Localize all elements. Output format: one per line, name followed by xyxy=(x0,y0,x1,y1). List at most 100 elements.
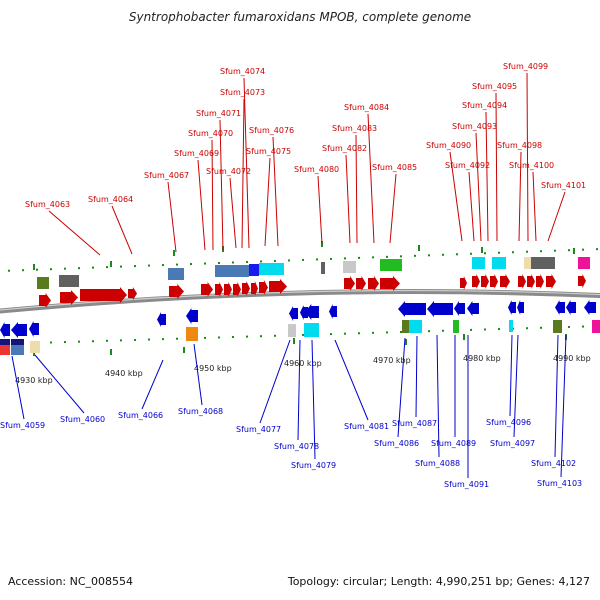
gene-feature-box xyxy=(37,277,49,289)
reverse-gene-arrow xyxy=(329,304,337,319)
tick-dot-lower xyxy=(162,338,164,341)
tick-dot-upper xyxy=(50,268,52,271)
gene-feature-box xyxy=(578,257,590,269)
reverse-gene-label: Sfum_4097 xyxy=(490,439,535,448)
tick-dot-upper xyxy=(554,249,556,252)
genome-backbone xyxy=(0,289,600,314)
reverse-gene-callout xyxy=(34,354,85,414)
tick-dot-lower xyxy=(64,341,66,344)
reverse-gene-label: Sfum_4066 xyxy=(118,411,163,420)
tick-dot-upper xyxy=(456,253,458,256)
forward-gene-arrow xyxy=(500,274,510,289)
forward-gene-callout xyxy=(367,113,375,244)
tick-dot-lower xyxy=(260,335,262,338)
tick-dot-lower xyxy=(372,331,374,334)
tick-dot-upper xyxy=(162,264,164,267)
reverse-gene-label: Sfum_4087 xyxy=(392,419,437,428)
tick-dot-upper xyxy=(260,260,262,263)
forward-gene-callout xyxy=(518,151,522,242)
forward-gene-callout xyxy=(449,151,463,242)
gene-feature-box xyxy=(531,257,555,269)
tick-dot-upper xyxy=(512,251,514,254)
reverse-gene-callout xyxy=(513,334,519,438)
forward-gene-arrow xyxy=(546,274,556,289)
tick-dot-upper xyxy=(414,254,416,257)
gene-feature-box xyxy=(288,324,296,337)
gene-feature-box xyxy=(453,320,459,333)
forward-gene-label: Sfum_4085 xyxy=(372,163,417,172)
forward-gene-callout xyxy=(264,157,271,247)
reverse-gene-label: Sfum_4102 xyxy=(531,459,576,468)
forward-gene-label: Sfum_4100 xyxy=(509,161,554,170)
tick-dot-lower xyxy=(50,341,52,344)
reverse-gene-callout xyxy=(259,339,291,424)
reverse-gene-arrow xyxy=(454,301,465,316)
forward-gene-callout xyxy=(211,139,214,251)
tick-dot-upper xyxy=(484,252,486,255)
tick-major xyxy=(573,248,575,254)
tick-dot-upper xyxy=(596,248,598,251)
forward-gene-arrow xyxy=(128,287,137,300)
forward-gene-callout xyxy=(355,134,358,244)
forward-gene-callout xyxy=(167,181,177,253)
tick-dot-lower xyxy=(78,340,80,343)
reverse-gene-label: Sfum_4077 xyxy=(236,425,281,434)
tick-dot-upper xyxy=(344,257,346,260)
gene-feature-box xyxy=(380,259,402,271)
forward-gene-arrow xyxy=(80,287,127,303)
forward-gene-label: Sfum_4083 xyxy=(332,124,377,133)
reverse-gene-callout xyxy=(554,334,559,458)
reverse-gene-label: Sfum_4078 xyxy=(274,442,319,451)
forward-gene-arrow xyxy=(60,290,78,305)
gene-feature-box xyxy=(215,265,249,277)
reverse-gene-callout xyxy=(560,334,567,478)
forward-gene-label: Sfum_4095 xyxy=(472,82,517,91)
forward-gene-arrow xyxy=(527,274,535,289)
forward-gene-label: Sfum_4090 xyxy=(426,141,471,150)
forward-gene-arrow xyxy=(380,276,400,291)
gene-feature-box xyxy=(592,320,600,333)
forward-gene-callout xyxy=(475,132,482,242)
tick-dot-upper xyxy=(78,267,80,270)
gene-feature-box xyxy=(304,323,319,337)
forward-gene-label: Sfum_4073 xyxy=(220,88,265,97)
forward-gene-callout xyxy=(532,171,537,242)
forward-gene-arrow xyxy=(490,274,498,289)
forward-gene-arrow xyxy=(251,281,258,296)
tick-dot-upper xyxy=(470,252,472,255)
gene-feature-box xyxy=(249,264,259,276)
reverse-gene-arrow xyxy=(157,312,166,327)
forward-gene-label: Sfum_4084 xyxy=(344,103,389,112)
forward-gene-arrow xyxy=(201,282,213,297)
forward-gene-arrow xyxy=(169,284,184,299)
forward-gene-label: Sfum_4098 xyxy=(497,141,542,150)
tick-dot-lower xyxy=(386,331,388,334)
tick-dot-upper xyxy=(372,256,374,259)
tick-dot-lower xyxy=(568,325,570,328)
forward-gene-arrow xyxy=(356,276,366,291)
tick-dot-lower xyxy=(540,326,542,329)
forward-gene-arrow xyxy=(518,274,526,289)
forward-gene-callout xyxy=(547,191,566,242)
gene-feature-box xyxy=(168,268,184,280)
gene-feature-box xyxy=(11,345,24,355)
gene-feature-box xyxy=(321,262,325,274)
forward-gene-label: Sfum_4082 xyxy=(322,144,367,153)
forward-gene-callout xyxy=(219,119,224,251)
reverse-gene-callout xyxy=(509,334,513,417)
gene-feature-box xyxy=(492,257,506,269)
tick-dot-upper xyxy=(302,258,304,261)
gene-feature-box xyxy=(0,345,10,355)
reverse-gene-label: Sfum_4089 xyxy=(431,439,476,448)
reverse-gene-label: Sfum_4096 xyxy=(486,418,531,427)
tick-dot-lower xyxy=(218,336,220,339)
forward-gene-callout xyxy=(468,171,475,242)
reverse-gene-callout xyxy=(334,339,369,421)
reverse-gene-arrow xyxy=(555,300,565,315)
tick-dot-lower xyxy=(498,328,500,331)
forward-gene-label: Sfum_4071 xyxy=(196,109,241,118)
forward-gene-label: Sfum_4080 xyxy=(294,165,339,174)
tick-dot-upper xyxy=(526,250,528,253)
gene-feature-box xyxy=(472,257,485,269)
